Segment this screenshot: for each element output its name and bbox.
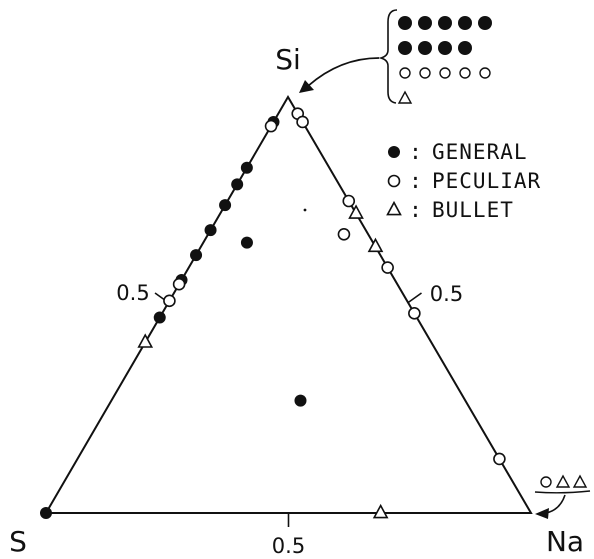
legend: : GENERAL: PECULIAR: BULLET xyxy=(386,140,541,222)
point-general-1 xyxy=(240,161,253,174)
legend-marker-peculiar xyxy=(387,174,401,188)
point-bullet-0 xyxy=(137,333,154,348)
legend-colon-1: : xyxy=(409,169,423,193)
point-bullet-1 xyxy=(348,204,364,219)
point-peculiar-7 xyxy=(408,307,421,320)
point-general-10 xyxy=(294,394,307,407)
callout-si-mark-3-0 xyxy=(397,90,413,104)
callout-si-mark-2-1 xyxy=(419,67,431,79)
callout-si-mark-1-1 xyxy=(418,41,432,55)
point-peculiar-4 xyxy=(296,115,309,129)
callout-na-mark-0 xyxy=(540,476,552,488)
legend-label-general: GENERAL xyxy=(432,140,528,164)
point-peculiar-2 xyxy=(163,294,176,308)
point-bullet-3 xyxy=(372,503,389,519)
point-peculiar-8 xyxy=(493,452,506,466)
callout-si-mark-0-2 xyxy=(438,16,452,30)
vertex-label-na: Na xyxy=(546,525,584,558)
callout-si-mark-0-4 xyxy=(478,16,492,30)
callout-si-mark-1-0 xyxy=(398,41,412,55)
point-general-9 xyxy=(240,236,253,249)
point-general-2 xyxy=(231,178,244,191)
callouts xyxy=(299,9,591,519)
legend-marker-bullet xyxy=(386,200,402,216)
tick-right xyxy=(407,292,422,304)
callout-na-underline xyxy=(534,490,591,494)
tick-label-left: 0.5 xyxy=(116,281,149,305)
callout-na-mark-1 xyxy=(555,474,571,488)
legend-label-bullet: BULLET xyxy=(432,198,514,222)
legend-colon-2: : xyxy=(409,198,423,222)
callout-na-arrow xyxy=(545,494,566,514)
stray-dot xyxy=(303,208,307,212)
point-peculiar-6 xyxy=(381,261,394,274)
callout-na-mark-2 xyxy=(572,474,588,488)
callout-si-mark-2-0 xyxy=(399,67,411,79)
callout-si-mark-0-3 xyxy=(458,16,472,30)
callout-si-mark-1-2 xyxy=(438,41,452,55)
callout-si-mark-0-0 xyxy=(398,16,412,30)
callout-si-mark-2-4 xyxy=(479,67,491,79)
callout-si-mark-2-2 xyxy=(439,67,451,79)
callout-si-mark-2-3 xyxy=(459,67,471,79)
point-peculiar-1 xyxy=(172,277,186,291)
legend-marker-general xyxy=(388,146,400,158)
tick-label-right: 0.5 xyxy=(430,282,463,306)
callout-si-arrow xyxy=(307,57,380,87)
point-general-4 xyxy=(204,224,217,237)
legend-colon-0: : xyxy=(409,140,423,164)
vertex-label-s: S xyxy=(9,525,27,558)
point-peculiar-5 xyxy=(342,194,356,208)
callout-si-arrowhead xyxy=(299,80,314,93)
callout-na-arrowhead xyxy=(535,508,549,519)
point-general-3 xyxy=(219,199,232,212)
vertex-label-si: Si xyxy=(275,43,301,76)
point-peculiar-9 xyxy=(337,227,351,241)
point-peculiar-0 xyxy=(264,119,278,133)
callout-si-mark-0-1 xyxy=(418,16,432,30)
callout-si-mark-1-3 xyxy=(458,41,472,55)
point-general-7 xyxy=(153,311,166,324)
axis-ticks: 0.5 0.5 0.5 xyxy=(116,281,463,558)
point-general-5 xyxy=(190,249,203,262)
legend-label-peculiar: PECULIAR xyxy=(432,169,541,193)
callout-si-brace xyxy=(378,9,398,104)
point-bullet-2 xyxy=(367,237,384,253)
data-points xyxy=(40,107,506,519)
tick-label-bottom: 0.5 xyxy=(272,534,305,558)
point-general-8 xyxy=(40,507,52,519)
